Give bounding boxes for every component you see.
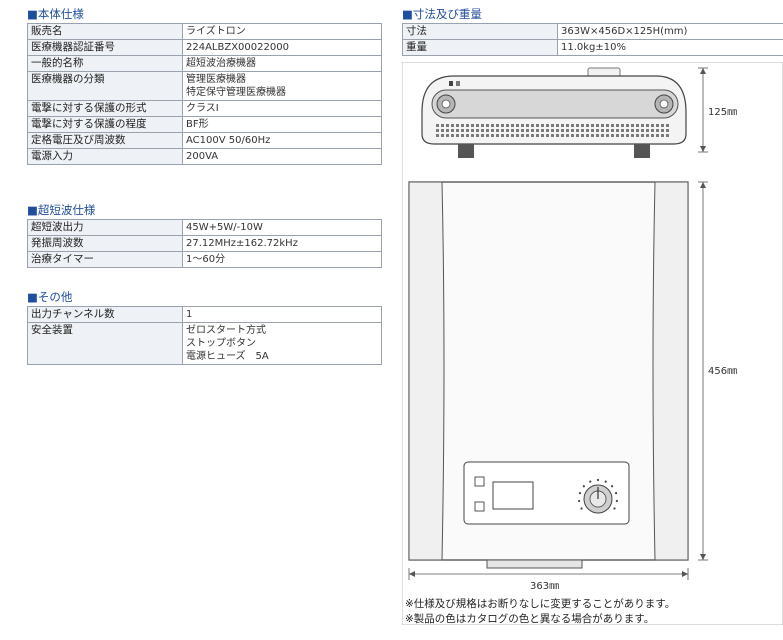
foot-right (634, 144, 650, 158)
height-dimension: 125㎜ (698, 67, 737, 153)
product-dimension-figure: 125㎜ 456㎜ 363㎜ (402, 62, 783, 625)
spec-row: 医療機器の分類管理医療機器 特定保守管理医療機器 (27, 71, 382, 101)
spec-label: 電撃に対する保護の程度 (27, 116, 183, 133)
note-color-difference: ※製品の色はカタログの色と異なる場合があります。 (405, 613, 655, 625)
spec-label: 超短波出力 (27, 219, 183, 236)
spec-label: 定格電圧及び周波数 (27, 132, 183, 149)
spec-label: 出力チャンネル数 (27, 306, 183, 323)
front-panel-strip (431, 89, 679, 119)
rear-handle (486, 559, 583, 569)
spec-value: 200VA (182, 148, 382, 165)
width-dimension: 363㎜ (408, 568, 689, 592)
bullet-square-icon: ■ (27, 7, 38, 21)
spec-label: 医療機器認証番号 (27, 39, 183, 56)
spec-value: 11.0kg±10% (557, 39, 783, 56)
foot-left (458, 144, 474, 158)
spec-value: 363W×456D×125H(mm) (557, 23, 783, 40)
side-handle-right (652, 181, 689, 561)
spec-value: 1〜60分 (182, 251, 382, 268)
spec-label: 一般的名称 (27, 55, 183, 72)
section-title-text: 本体仕様 (37, 7, 84, 21)
note-spec-change: ※仕様及び規格はお断りなしに変更することがあります。 (405, 598, 676, 610)
section-title-text: 超短波仕様 (37, 203, 96, 217)
section-title-other: ■その他 (27, 290, 72, 304)
spec-value: BF形 (182, 116, 382, 133)
dial-scale-dots (578, 478, 618, 510)
depth-label: 456㎜ (708, 366, 737, 377)
height-label: 125㎜ (708, 107, 737, 118)
spec-row: 安全装置ゼロスタート方式 ストップボタン 電源ヒューズ 5A (27, 322, 382, 365)
spec-row: 販売名ライズトロン (27, 23, 382, 40)
timer-display (492, 481, 534, 510)
depth-dimension: 456㎜ (698, 181, 737, 561)
spec-value: 1 (182, 306, 382, 323)
section-title-body-spec: ■本体仕様 (27, 7, 84, 21)
indicator-icon (449, 81, 453, 86)
bullet-square-icon: ■ (402, 7, 413, 21)
warning-icon (456, 81, 460, 86)
device-front-view (421, 67, 687, 158)
bullet-square-icon: ■ (27, 290, 38, 304)
spec-label: 発振周波数 (27, 235, 183, 252)
spec-value: AC100V 50/60Hz (182, 132, 382, 149)
spec-value: 27.12MHz±162.72kHz (182, 235, 382, 252)
spec-label: 販売名 (27, 23, 183, 40)
spec-value: 224ALBZX00022000 (182, 39, 382, 56)
spec-label: 重量 (402, 39, 558, 56)
spec-row: 一般的名称超短波治療機器 (27, 55, 382, 72)
device-top-view (408, 181, 689, 569)
spec-label: 電源入力 (27, 148, 183, 165)
spec-value: 超短波治療機器 (182, 55, 382, 72)
side-handle-left (408, 181, 445, 561)
spec-label: 電撃に対する保護の形式 (27, 100, 183, 117)
spec-value: 45W+5W/-10W (182, 219, 382, 236)
panel-button-top (474, 476, 485, 487)
section-title-ultrashort-spec: ■超短波仕様 (27, 203, 95, 217)
width-label: 363㎜ (530, 581, 559, 592)
section-title-text: 寸法及び重量 (412, 7, 482, 21)
spec-label: 寸法 (402, 23, 558, 40)
section-title-text: その他 (37, 290, 73, 304)
spec-label: 治療タイマー (27, 251, 183, 268)
spec-value: 管理医療機器 特定保守管理医療機器 (182, 71, 382, 101)
vent-grille (436, 124, 669, 137)
spec-value: ゼロスタート方式 ストップボタン 電源ヒューズ 5A (182, 322, 382, 365)
spec-value: ライズトロン (182, 23, 382, 40)
section-title-dimensions: ■寸法及び重量 (402, 7, 482, 21)
panel-button-bottom (474, 501, 485, 512)
spec-row: 電撃に対する保護の形式クラスⅠ (27, 100, 382, 117)
bullet-square-icon: ■ (27, 203, 38, 217)
spec-label: 安全装置 (27, 322, 183, 365)
spec-value: クラスⅠ (182, 100, 382, 117)
spec-label: 医療機器の分類 (27, 71, 183, 101)
